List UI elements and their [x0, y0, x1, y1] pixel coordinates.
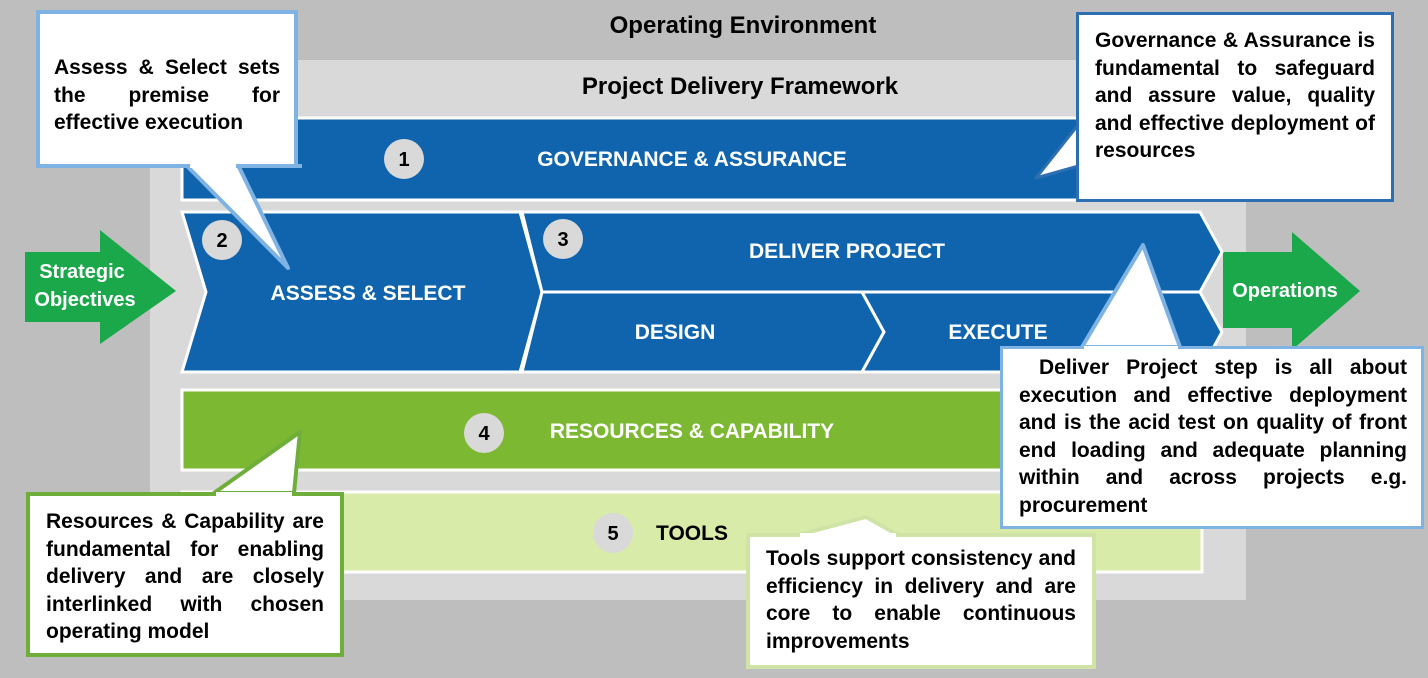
operations-arrow: [1223, 232, 1360, 350]
step-5-number: 5: [607, 523, 618, 545]
governance-assurance-label: GOVERNANCE & ASSURANCE: [537, 148, 847, 171]
strategic-objectives-arrow: [25, 230, 176, 344]
step-5-badge: [593, 513, 633, 553]
resources-callout: Resources & Capability are fundamental f…: [26, 492, 344, 657]
strategic-objectives-label-line2: Objectives: [34, 289, 135, 311]
assess-select-callout: Assess & Select sets the premise for eff…: [36, 10, 298, 168]
step-4-number: 4: [478, 423, 490, 445]
step-2-number: 2: [216, 230, 227, 252]
deliver-project-label: DELIVER PROJECT: [749, 240, 945, 263]
step-1-badge: [384, 139, 424, 179]
step-2-badge: [202, 220, 242, 260]
step-3-number: 3: [557, 229, 568, 251]
assess-callout-bottom-left: [36, 164, 190, 168]
design-label: DESIGN: [635, 321, 716, 344]
tools-callout-top-left: [746, 533, 800, 537]
resources-capability-label: RESOURCES & CAPABILITY: [550, 420, 834, 443]
step-3-badge: [543, 219, 583, 259]
assess-select-label: ASSESS & SELECT: [271, 282, 466, 305]
tools-callout: Tools support consistency and efficiency…: [746, 533, 1096, 669]
framework-title: Project Delivery Framework: [581, 73, 899, 100]
deliver-callout-top-left: [1000, 346, 1084, 349]
deliver-project-callout: Deliver Project step is all about execut…: [1000, 346, 1424, 529]
resources-callout-top-right: [292, 492, 344, 496]
tools-callout-top-right: [896, 533, 1096, 537]
deliver-project-chevron: [520, 210, 1224, 294]
assess-callout-bottom-right: [236, 164, 302, 168]
execute-label: EXECUTE: [948, 321, 1047, 344]
operating-environment-title: Operating Environment: [609, 12, 877, 39]
step-1-number: 1: [398, 149, 409, 171]
deliver-callout-top-right: [1178, 346, 1424, 349]
step-4-badge: [464, 413, 504, 453]
resources-callout-top-left: [26, 492, 216, 496]
governance-callout: Governance & Assurance is fundamental to…: [1076, 12, 1394, 202]
operations-label: Operations: [1232, 280, 1338, 302]
strategic-objectives-label-line1: Strategic: [39, 261, 125, 283]
tools-label: TOOLS: [656, 522, 728, 545]
